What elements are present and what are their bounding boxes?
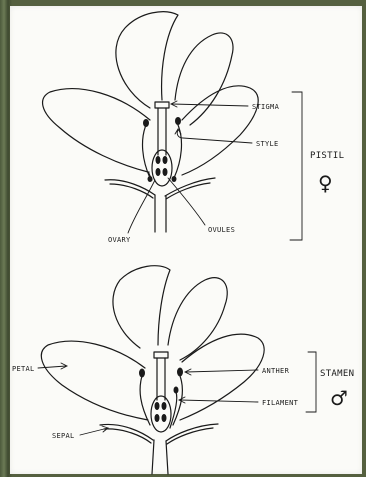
- top-petal-left: [43, 89, 150, 172]
- bottom-anther-right: [177, 368, 183, 377]
- top-style: [158, 108, 166, 155]
- bottom-anther-left: [139, 369, 145, 378]
- bottom-style: [157, 358, 165, 400]
- male-symbol: ♂: [330, 386, 348, 410]
- top-ovule-2: [163, 156, 168, 164]
- stamen-bracket: [306, 352, 316, 412]
- petal-label: PETAL: [12, 365, 35, 373]
- anther-arrow: [186, 370, 258, 372]
- ovary-label: OVARY: [108, 236, 131, 244]
- bottom-petal-right: [180, 334, 264, 420]
- top-ovule-1: [156, 156, 161, 164]
- pistil-group-label: PISTIL: [310, 151, 344, 161]
- bottom-ovule-4: [162, 414, 167, 422]
- top-stigma-shape: [155, 102, 169, 108]
- top-anther-low-right: [172, 176, 177, 182]
- bottom-stigma-shape: [154, 352, 168, 358]
- top-ovule-3: [156, 168, 161, 176]
- bottom-stamen-left: [140, 376, 150, 425]
- top-back-petal-left: [116, 12, 178, 108]
- petal-arrow: [38, 366, 66, 368]
- bottom-anther-mid: [174, 387, 179, 394]
- style-label: STYLE: [256, 140, 279, 148]
- pistil-flower: STIGMA STYLE OVARY OVULES PISTIL ♀: [43, 12, 345, 244]
- bottom-ovule-1: [155, 402, 160, 410]
- top-anther-low-left: [148, 176, 153, 182]
- bottom-petal-left: [41, 341, 148, 420]
- top-stamen-left: [143, 125, 150, 178]
- stamen-group-label: STAMEN: [320, 369, 354, 379]
- top-petal-right: [182, 86, 258, 175]
- sepal-label: SEPAL: [52, 432, 75, 440]
- pistil-bracket: [290, 92, 302, 240]
- top-ovule-4: [163, 168, 168, 176]
- bottom-stem: [152, 440, 168, 474]
- top-back-petal-right: [175, 33, 233, 125]
- bottom-back-petal-left: [113, 266, 170, 348]
- top-sepal-right-2: [166, 183, 210, 199]
- bottom-back-petal-right: [168, 278, 227, 360]
- female-symbol: ♀: [318, 171, 333, 195]
- style-arrow: [177, 130, 252, 143]
- bottom-ovule-3: [155, 414, 160, 422]
- top-anther-left: [143, 119, 149, 127]
- bottom-ovule-2: [162, 402, 167, 410]
- top-stem: [155, 195, 166, 232]
- ovules-label: OVULES: [208, 226, 235, 234]
- stigma-label: STIGMA: [252, 103, 280, 111]
- filament-label: FILAMENT: [262, 399, 299, 407]
- bottom-sepal-left: [100, 424, 153, 440]
- top-anther-right: [175, 117, 181, 125]
- bottom-ovary-shape: [151, 396, 171, 432]
- anther-label: ANTHER: [262, 367, 290, 375]
- stamen-flower: PETAL SEPAL ANTHER FILAMENT STAMEN ♂: [12, 266, 354, 474]
- bottom-sepal-left-2: [104, 429, 151, 443]
